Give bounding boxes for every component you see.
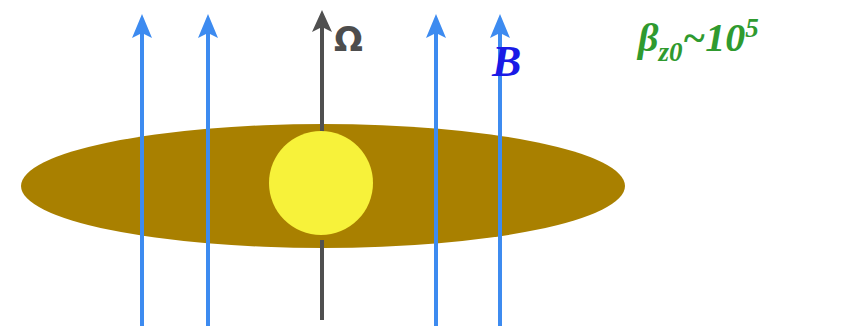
field-label: B: [492, 40, 521, 84]
beta-exponent: 5: [745, 13, 759, 44]
central-star: [269, 131, 373, 235]
plasma-beta-label: βz0~105: [638, 14, 759, 61]
beta-subscript: z0: [659, 37, 683, 68]
beta-value: ~10: [683, 14, 746, 61]
beta-symbol: β: [638, 14, 659, 61]
rotation-arrowhead: [312, 10, 332, 32]
accretion-disk: [21, 124, 625, 248]
rotation-label: Ω: [334, 22, 363, 56]
